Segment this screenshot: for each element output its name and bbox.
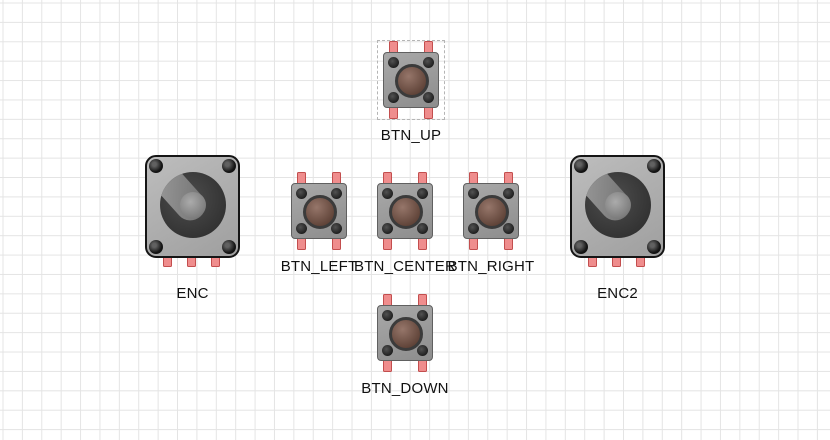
pushbutton-cap[interactable] xyxy=(303,195,337,229)
screw-icon xyxy=(574,240,588,254)
pushbutton-body xyxy=(377,183,433,239)
contact-dot xyxy=(503,223,514,234)
contact-dot xyxy=(296,223,307,234)
contact-dot xyxy=(417,310,428,321)
contact-dot xyxy=(331,188,342,199)
pushbutton-body xyxy=(377,305,433,361)
component-btn-left[interactable]: BTN_LEFT xyxy=(281,172,357,275)
contact-dot xyxy=(382,345,393,356)
component-enc[interactable]: ENC xyxy=(145,155,240,302)
contact-dot xyxy=(417,223,428,234)
contact-dot xyxy=(388,57,399,68)
component-btn-right[interactable]: BTN_RIGHT xyxy=(448,172,534,275)
contact-dot xyxy=(468,223,479,234)
screw-icon xyxy=(149,240,163,254)
encoder-knob[interactable] xyxy=(585,172,651,238)
contact-dot xyxy=(423,57,434,68)
component-btn-down[interactable]: BTN_DOWN xyxy=(361,294,449,397)
component-label: BTN_RIGHT xyxy=(447,258,535,275)
screw-icon xyxy=(647,240,661,254)
pushbutton-cap[interactable] xyxy=(389,195,423,229)
pushbutton-body xyxy=(291,183,347,239)
contact-dot xyxy=(423,92,434,103)
encoder-body xyxy=(570,155,665,258)
component-label: BTN_UP xyxy=(380,127,442,144)
screw-icon xyxy=(647,159,661,173)
component-label: ENC2 xyxy=(597,285,638,302)
screw-icon xyxy=(574,159,588,173)
contact-dot xyxy=(388,92,399,103)
component-label: BTN_CENTER xyxy=(353,258,457,275)
contact-dot xyxy=(382,188,393,199)
contact-dot xyxy=(503,188,514,199)
component-label: BTN_LEFT xyxy=(280,258,358,275)
contact-dot xyxy=(417,188,428,199)
selection-outline xyxy=(377,40,445,120)
contact-dot xyxy=(331,223,342,234)
component-btn-up[interactable]: BTN_UP xyxy=(377,40,445,144)
encoder-knob[interactable] xyxy=(160,172,226,238)
component-enc2[interactable]: ENC2 xyxy=(570,155,665,302)
screw-icon xyxy=(149,159,163,173)
contact-dot xyxy=(468,188,479,199)
pushbutton-cap[interactable] xyxy=(475,195,509,229)
contact-dot xyxy=(382,223,393,234)
pushbutton-body xyxy=(463,183,519,239)
contact-dot xyxy=(296,188,307,199)
pushbutton-body xyxy=(383,52,439,108)
pushbutton-cap[interactable] xyxy=(395,64,429,98)
component-label: ENC xyxy=(176,285,209,302)
screw-icon xyxy=(222,240,236,254)
pushbutton-cap[interactable] xyxy=(389,317,423,351)
contact-dot xyxy=(417,345,428,356)
contact-dot xyxy=(382,310,393,321)
knob-shaft xyxy=(605,192,631,218)
screw-icon xyxy=(222,159,236,173)
knob-shaft xyxy=(180,192,206,218)
encoder-body xyxy=(145,155,240,258)
component-btn-center[interactable]: BTN_CENTER xyxy=(354,172,456,275)
component-label: BTN_DOWN xyxy=(361,380,449,397)
